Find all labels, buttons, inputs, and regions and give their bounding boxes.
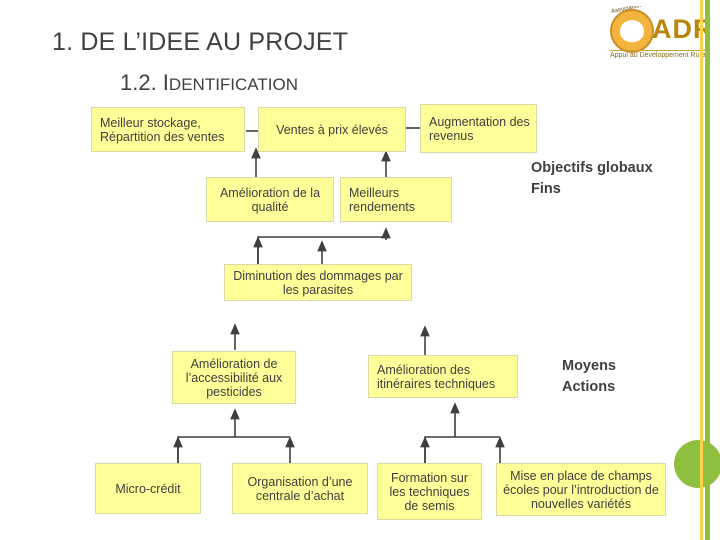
box-label: Amélioration de l’accessibilité aux pest… (185, 356, 283, 399)
page-subtitle-word: DENTIFICATION (168, 75, 298, 94)
box-label: Amélioration de la qualité (219, 185, 321, 214)
box-meilleurs-rendements: Meilleurs rendements (340, 177, 452, 222)
box-champs-ecoles: Mise en place de champs écoles pour l’in… (496, 463, 666, 516)
category-line-1: Moyens (562, 358, 616, 374)
box-amelioration-qualite: Amélioration de la qualité (206, 177, 334, 222)
box-label: Ventes à prix élevés (276, 122, 388, 137)
box-formation-techniques-semis: Formation sur les techniques de semis (377, 463, 482, 520)
decorative-green-rail (705, 0, 710, 540)
category-objectifs-globaux: Objectifs globaux Fins (531, 158, 653, 200)
box-micro-credit: Micro-crédit (95, 463, 201, 514)
category-moyens-actions: Moyens Actions (562, 356, 616, 398)
box-label: Diminution des dommages par les parasite… (233, 268, 403, 297)
box-meilleur-stockage: Meilleur stockage, Répartition des vente… (91, 107, 245, 152)
logo-divider (610, 50, 706, 51)
box-label: Amélioration des itinéraires techniques (377, 362, 496, 391)
box-label: Organisation d’une centrale d’achat (247, 474, 353, 503)
box-label: Meilleurs rendements (349, 185, 416, 214)
page-title: 1. DE L’IDEE AU PROJET (52, 28, 349, 56)
category-line-2: Actions (562, 379, 616, 395)
page-subtitle: 1.2. IDENTIFICATION (120, 70, 298, 96)
category-line-2: Fins (531, 181, 561, 197)
page-subtitle-number: 1.2. I (120, 70, 169, 95)
adr-logo: Association ADR Appui au Développement R… (608, 6, 710, 68)
logo-circle-icon (610, 9, 654, 53)
box-ventes-prix-eleves: Ventes à prix élevés (258, 107, 406, 152)
box-organisation-centrale-achat: Organisation d’une centrale d’achat (232, 463, 368, 514)
box-augmentation-revenus: Augmentation des revenus (420, 104, 537, 153)
box-amelioration-accessibilite-pesticides: Amélioration de l’accessibilité aux pest… (172, 351, 296, 404)
box-label: Mise en place de champs écoles pour l’in… (503, 468, 659, 511)
box-diminution-dommages: Diminution des dommages par les parasite… (224, 264, 412, 301)
category-line-1: Objectifs globaux (531, 160, 653, 176)
box-amelioration-itineraires-techniques: Amélioration des itinéraires techniques (368, 355, 518, 398)
logo-tagline: Appui au Développement Rural (610, 52, 708, 59)
decorative-green-circle (674, 440, 720, 488)
box-label: Micro-crédit (115, 481, 181, 496)
box-label: Meilleur stockage, Répartition des vente… (100, 115, 225, 144)
logo-circle-inner-icon (620, 20, 644, 42)
decorative-yellow-rail (700, 0, 703, 540)
box-label: Augmentation des revenus (429, 114, 530, 143)
box-label: Formation sur les techniques de semis (389, 470, 470, 513)
